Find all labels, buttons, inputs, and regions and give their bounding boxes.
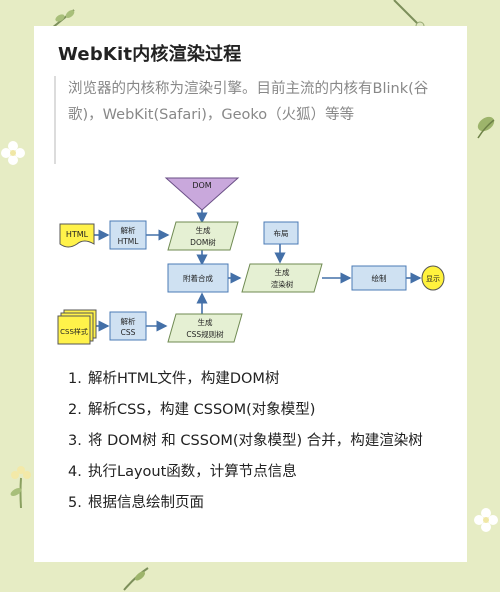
steps-list: 1.解析HTML文件，构建DOM树 2.解析CSS，构建 CSSOM(对象模型)… [68,369,423,524]
parse-html-box [109,220,147,250]
attach-box [167,263,229,293]
paint-box [351,265,407,291]
leaf-icon [123,567,149,591]
flower-icon [474,508,498,532]
paint-label: 绘制 [372,273,387,283]
gen-dom-line2: DOM树 [190,237,216,247]
parse-css-line2: CSS [121,328,136,337]
parse-css-box [109,311,147,341]
layout-box [263,221,299,245]
parse-html-line2: HTML [118,237,140,246]
render-flow-diagram: DOM HTML 解析 HTML 生成 DOM树 布局 附着合成 生成 渲染树 … [57,177,445,345]
flower-stem-icon [10,466,31,508]
dom-input-shape [164,177,240,211]
parse-css-line1: 解析 [121,316,136,326]
article-card: WebKit内核渲染过程 浏览器的内核称为渲染引擎。目前主流的内核有Blink(… [34,26,467,562]
list-item: 5.根据信息绘制页面 [68,495,204,511]
html-doc-shape [59,223,95,248]
attach-label: 附着合成 [183,273,213,283]
list-item: 3.将 DOM树 和 CSSOM(对象模型) 合并，构建渲染树 [68,433,423,449]
display-label: 显示 [426,275,440,283]
gen-dom-line1: 生成 [196,225,211,235]
css-doc-shape [57,315,91,345]
list-item: 1.解析HTML文件，构建DOM树 [68,371,280,387]
css-style-label: CSS样式 [60,327,88,336]
article-title: WebKit内核渲染过程 [58,44,242,65]
dom-label: DOM [192,181,211,190]
html-label: HTML [66,230,89,239]
leaf-icon [477,116,495,139]
layout-label: 布局 [274,228,289,238]
list-item: 4.执行Layout函数，计算节点信息 [68,464,297,480]
display-terminal-shape [421,265,445,291]
flow-arrows [94,200,422,332]
list-item: 2.解析CSS，构建 CSSOM(对象模型) [68,402,316,418]
gen-render-tree-shape [241,263,323,293]
gen-render-line2: 渲染树 [271,279,294,289]
intro-quote: 浏览器的内核称为渲染引擎。目前主流的内核有Blink(谷歌)，WebKit(Sa… [54,76,450,164]
gen-css-rules-shape [167,313,243,343]
gen-css-line2: CSS规则树 [186,329,224,339]
gen-render-line1: 生成 [275,267,290,277]
gen-dom-tree-shape [167,221,239,251]
parse-html-line1: 解析 [121,225,136,235]
flower-icon [1,141,25,165]
gen-css-line1: 生成 [198,317,213,327]
